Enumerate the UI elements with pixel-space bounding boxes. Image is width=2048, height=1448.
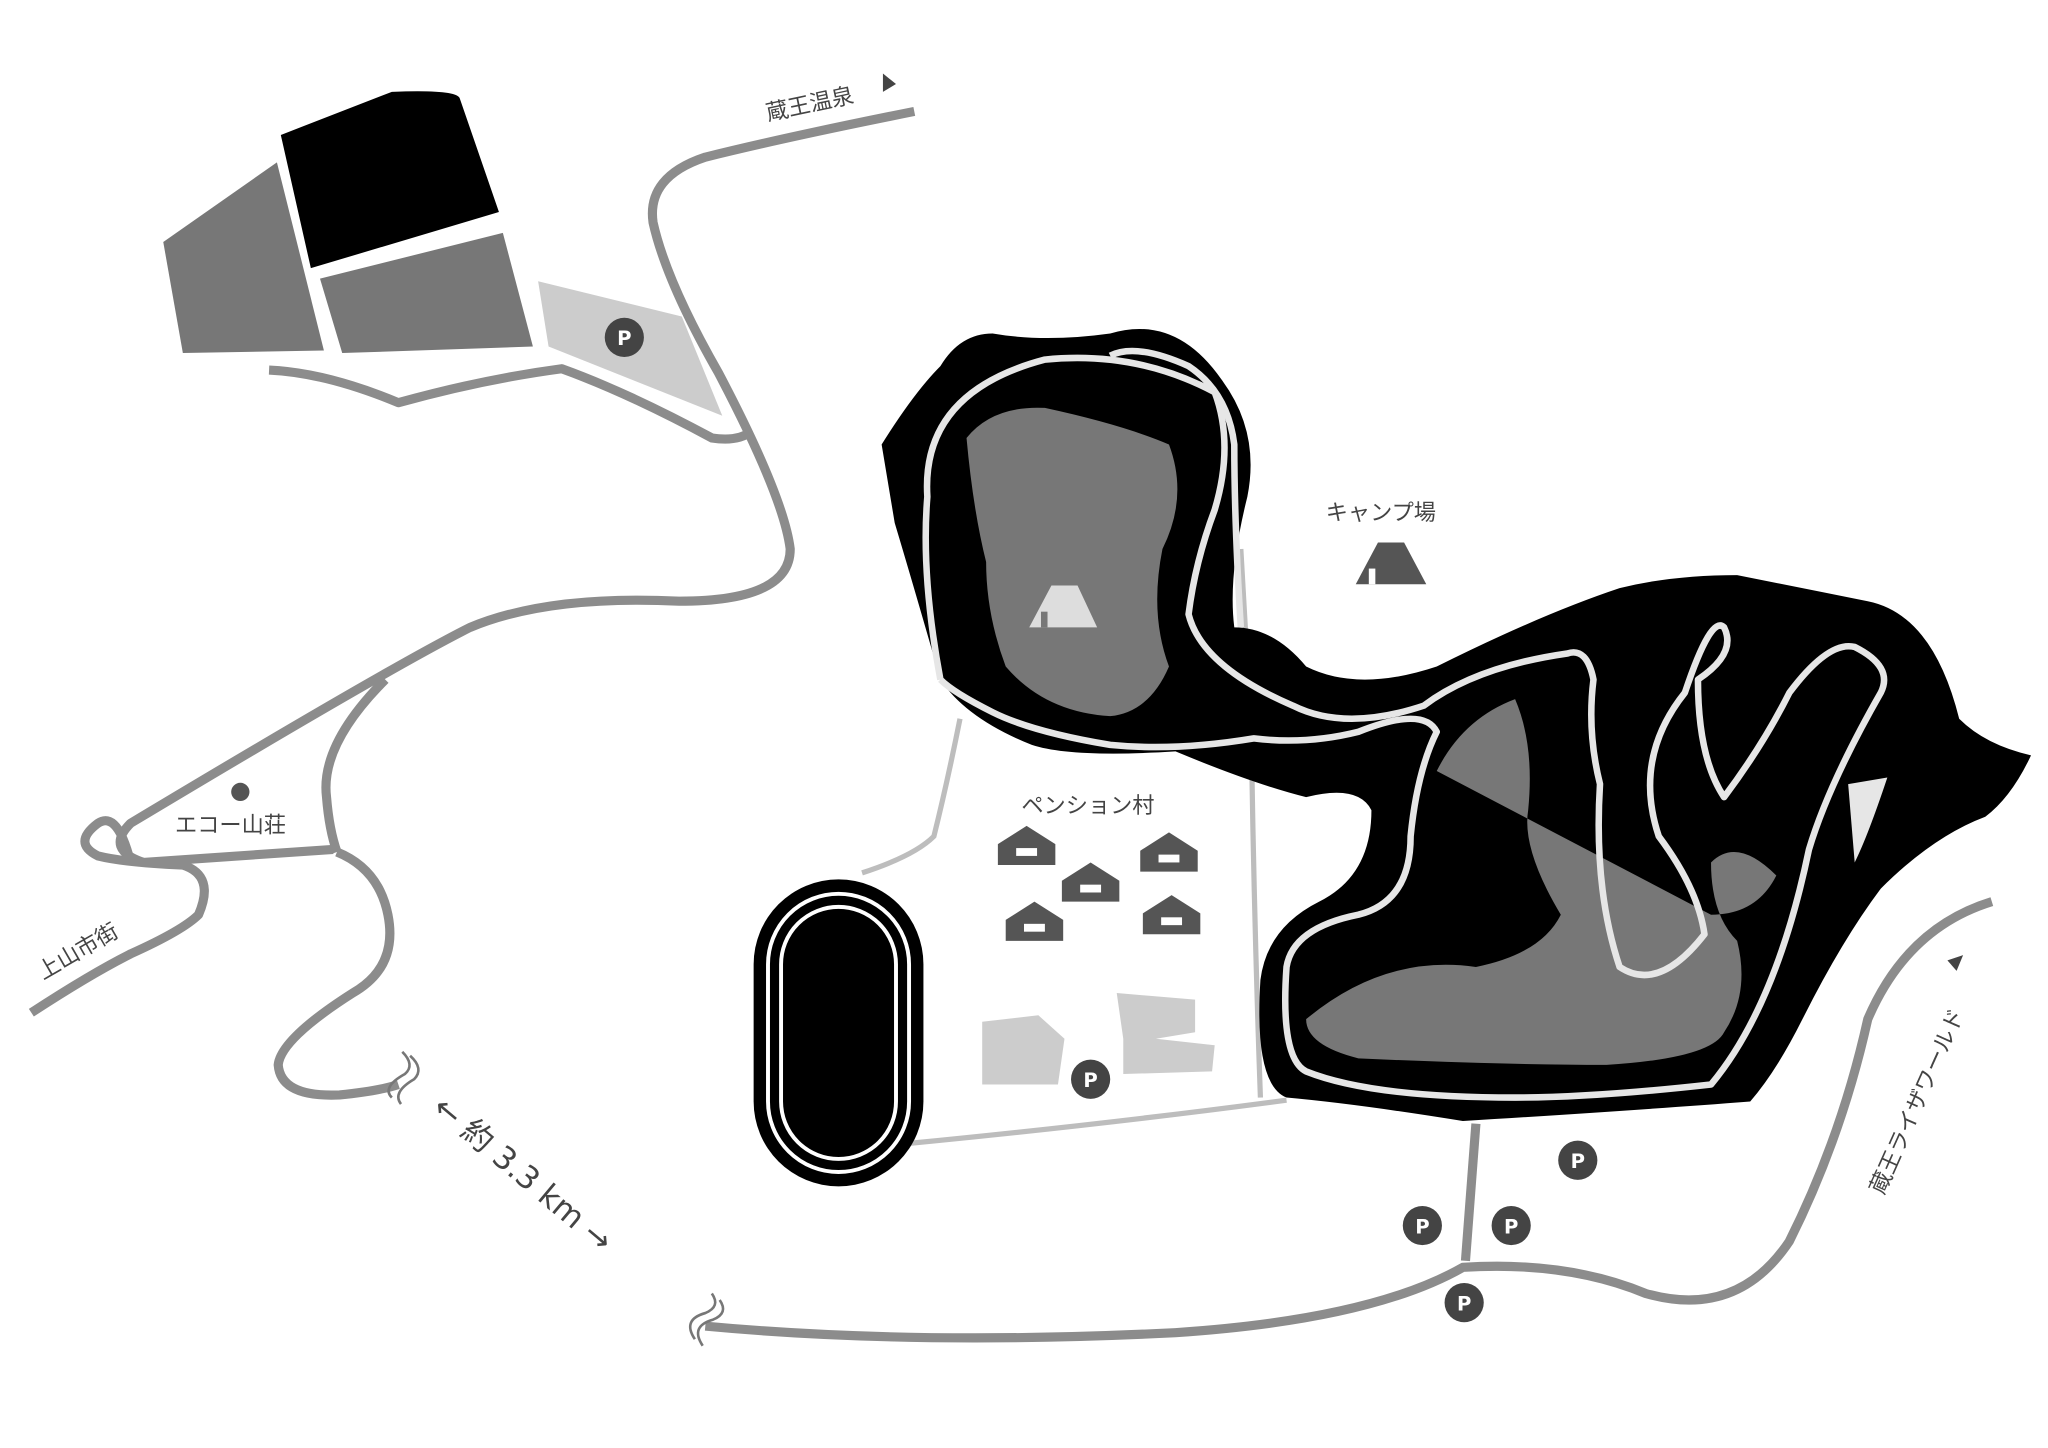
slope-light-edge <box>1848 777 1888 863</box>
svg-text:P: P <box>1571 1150 1585 1173</box>
label-echo: エコー山荘 <box>175 812 286 838</box>
parking-icon: P <box>604 317 644 357</box>
ski-course-connector <box>1108 347 1245 628</box>
road-south-west <box>273 847 400 1100</box>
label-zao-onsen: 蔵王温泉 <box>764 83 856 127</box>
label-pension: ペンション村 <box>1021 793 1154 819</box>
parking-icon: P <box>1444 1283 1484 1323</box>
road-echo-branch <box>321 676 389 854</box>
label-distance: ← 約 3.3 km → <box>426 1089 619 1259</box>
direction-arrow-icon <box>1947 955 1964 971</box>
svg-text:P: P <box>1504 1215 1518 1238</box>
parking-icon: P <box>1558 1140 1598 1180</box>
tent-icon <box>1355 542 1427 585</box>
block-gray-center <box>320 232 533 354</box>
parking-icon: P <box>1402 1205 1442 1246</box>
block-black <box>280 91 499 269</box>
parking-icon: P <box>1491 1205 1531 1246</box>
label-raiza: 蔵王ライザワールド <box>1865 1005 1970 1198</box>
parking-icon: P <box>1071 1059 1111 1099</box>
road-p-branch <box>1460 1123 1481 1262</box>
label-camp: キャンプ場 <box>1326 500 1436 526</box>
road-parking <box>268 364 754 444</box>
block-gray-left <box>163 162 324 354</box>
road-south <box>704 897 1994 1343</box>
house-icon <box>1140 832 1198 872</box>
svg-text:P: P <box>1083 1069 1097 1092</box>
pension-houses <box>997 825 1201 941</box>
svg-text:P: P <box>1457 1292 1471 1315</box>
athletics-track <box>753 879 924 1187</box>
svg-text:P: P <box>1415 1215 1429 1238</box>
house-icon <box>1142 895 1201 935</box>
house-icon <box>1005 901 1064 941</box>
road-break-icon <box>688 1292 725 1347</box>
building-left <box>982 1015 1065 1085</box>
building-right <box>1116 993 1215 1075</box>
ski-area <box>881 328 2032 1122</box>
label-kaminoyama: 上山市街 <box>33 918 123 985</box>
house-icon <box>997 825 1056 866</box>
slope-gray-north <box>966 407 1178 717</box>
road-kaminoyama <box>28 816 209 1017</box>
tent-icon <box>1029 585 1098 628</box>
location-dot-icon <box>231 782 250 802</box>
svg-text:P: P <box>617 327 631 350</box>
road-break-icon <box>387 1050 420 1105</box>
house-icon <box>1061 862 1120 902</box>
ski-course-north <box>922 354 1888 1101</box>
direction-arrow-icon <box>882 73 896 92</box>
facility-blocks <box>163 91 723 416</box>
